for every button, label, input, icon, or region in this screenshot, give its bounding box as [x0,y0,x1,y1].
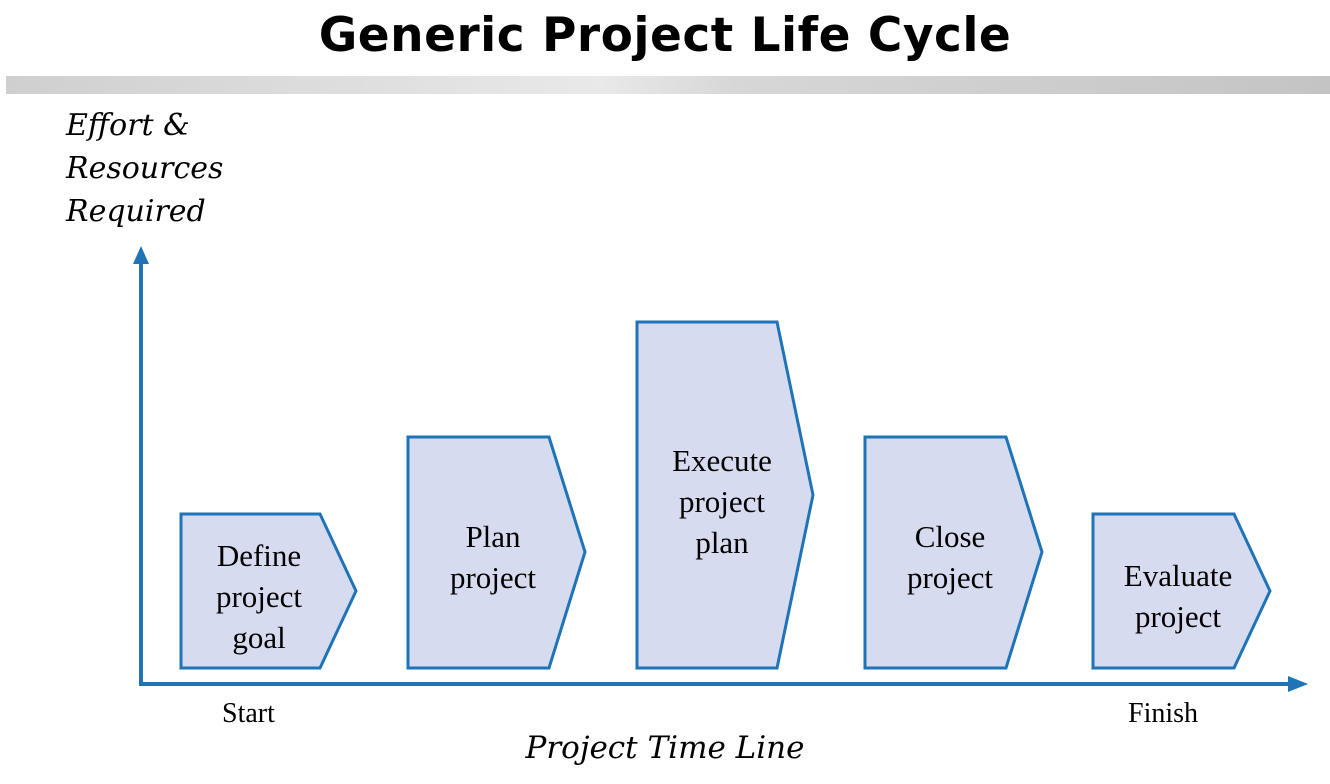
y-axis-label-line: Required [66,194,206,229]
phase-label-define: Define project goal [215,538,303,655]
phase-box-close [863,435,1044,670]
x-axis-arrowhead [1288,676,1308,692]
phase-label-close: Close project [906,519,994,595]
y-axis-label-line: Resources [66,151,224,186]
timeline-start-label: Start [222,698,275,729]
phase-box-define [179,512,358,670]
phase-box-evaluate [1091,512,1272,670]
phase-label-execute: Execute project plan [672,443,772,560]
page-title: Generic Project Life Cycle [318,8,1012,63]
x-axis-label: Project Time Line [525,730,805,766]
y-axis-label: Effort & Resources Required [66,104,266,233]
y-axis-label-line: Effort & [66,108,190,143]
timeline-finish-label: Finish [1128,698,1199,729]
phase-box-plan [406,435,587,670]
phase-box-execute [635,320,815,670]
phase-label-evaluate: Evaluate project [1123,558,1233,634]
title-divider [6,76,1330,94]
phase-label-plan: Plan project [449,519,537,595]
y-axis-arrowhead [133,246,149,264]
